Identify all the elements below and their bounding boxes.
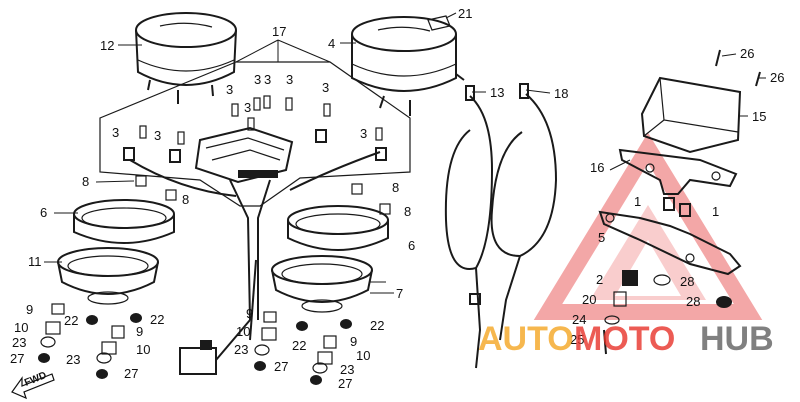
label-10: 10 xyxy=(136,342,150,357)
label-23: 23 xyxy=(66,352,80,367)
rubber-grommets xyxy=(603,270,732,355)
label-26: 26 xyxy=(770,70,784,85)
watermark-text: AUTO MOTO HUB xyxy=(478,320,774,358)
label-8: 8 xyxy=(82,174,89,189)
label-3: 3 xyxy=(154,128,161,143)
label-9: 9 xyxy=(246,306,253,321)
label-9: 9 xyxy=(26,302,33,317)
meter-case-6-left xyxy=(73,199,175,244)
label-1: 1 xyxy=(634,194,641,209)
label-12: 12 xyxy=(100,38,114,53)
watermark-auto: AUTO xyxy=(478,320,574,358)
tachometer-4 xyxy=(351,15,465,116)
label-10: 10 xyxy=(236,324,250,339)
hardware-left xyxy=(38,175,177,379)
label-22: 22 xyxy=(150,312,164,327)
label-23: 23 xyxy=(234,342,248,357)
label-10: 10 xyxy=(14,320,28,335)
label-3: 3 xyxy=(360,126,367,141)
label-26: 26 xyxy=(740,46,754,61)
label-24: 24 xyxy=(572,312,586,327)
label-3: 3 xyxy=(286,72,293,87)
label-27: 27 xyxy=(124,366,138,381)
label-9: 9 xyxy=(136,324,143,339)
label-28: 28 xyxy=(686,294,700,309)
label-5: 5 xyxy=(598,230,605,245)
label-7: 7 xyxy=(396,286,403,301)
bracket-16 xyxy=(618,148,738,195)
label-3: 3 xyxy=(322,80,329,95)
bulb-sockets-3 xyxy=(123,95,387,163)
label-1: 1 xyxy=(712,204,719,219)
meter-case-6-right xyxy=(287,205,389,251)
label-6: 6 xyxy=(40,205,47,220)
label-18: 18 xyxy=(554,86,568,101)
lower-case-7 xyxy=(271,255,373,313)
label-9: 9 xyxy=(350,334,357,349)
screws-26 xyxy=(715,49,761,87)
label-27: 27 xyxy=(338,376,352,391)
label-17: 17 xyxy=(272,24,286,39)
label-11: 11 xyxy=(28,254,42,269)
tachometer-cable-18 xyxy=(490,83,558,341)
label-6: 6 xyxy=(408,238,415,253)
speedometer-cable-13 xyxy=(444,85,494,369)
leader-lines xyxy=(44,12,766,294)
label-8: 8 xyxy=(182,192,189,207)
label-8: 8 xyxy=(392,180,399,195)
indicator-housing-15 xyxy=(640,76,742,154)
part-numbers: 12 4 21 17 3 3 3 3 3 3 3 3 3 8 8 8 8 6 6… xyxy=(10,6,784,391)
label-3: 3 xyxy=(244,100,251,115)
label-15: 15 xyxy=(752,109,766,124)
label-3: 3 xyxy=(112,125,119,140)
lower-case-11 xyxy=(57,247,159,305)
speedometer-12 xyxy=(135,12,237,104)
label-2: 2 xyxy=(596,272,603,287)
label-8: 8 xyxy=(404,204,411,219)
label-27: 27 xyxy=(274,359,288,374)
label-28: 28 xyxy=(680,274,694,289)
label-22: 22 xyxy=(292,338,306,353)
label-23: 23 xyxy=(12,335,26,350)
label-21: 21 xyxy=(458,6,472,21)
label-3: 3 xyxy=(226,82,233,97)
label-20: 20 xyxy=(582,292,596,307)
label-3: 3 xyxy=(264,72,271,87)
forward-arrow-icon: FWD xyxy=(11,370,55,400)
label-10: 10 xyxy=(356,348,370,363)
label-25: 25 xyxy=(570,332,584,347)
label-4: 4 xyxy=(328,36,335,51)
label-16: 16 xyxy=(590,160,604,175)
watermark-moto: MOTO xyxy=(574,320,675,358)
hardware-right xyxy=(254,183,391,385)
label-22: 22 xyxy=(64,313,78,328)
label-22: 22 xyxy=(370,318,384,333)
label-13: 13 xyxy=(490,85,504,100)
label-27: 27 xyxy=(10,351,24,366)
harness-bracket xyxy=(99,61,411,375)
label-3: 3 xyxy=(254,72,261,87)
watermark-hub: HUB xyxy=(700,320,774,358)
label-23: 23 xyxy=(340,362,354,377)
mount-bracket-5 xyxy=(598,197,742,276)
